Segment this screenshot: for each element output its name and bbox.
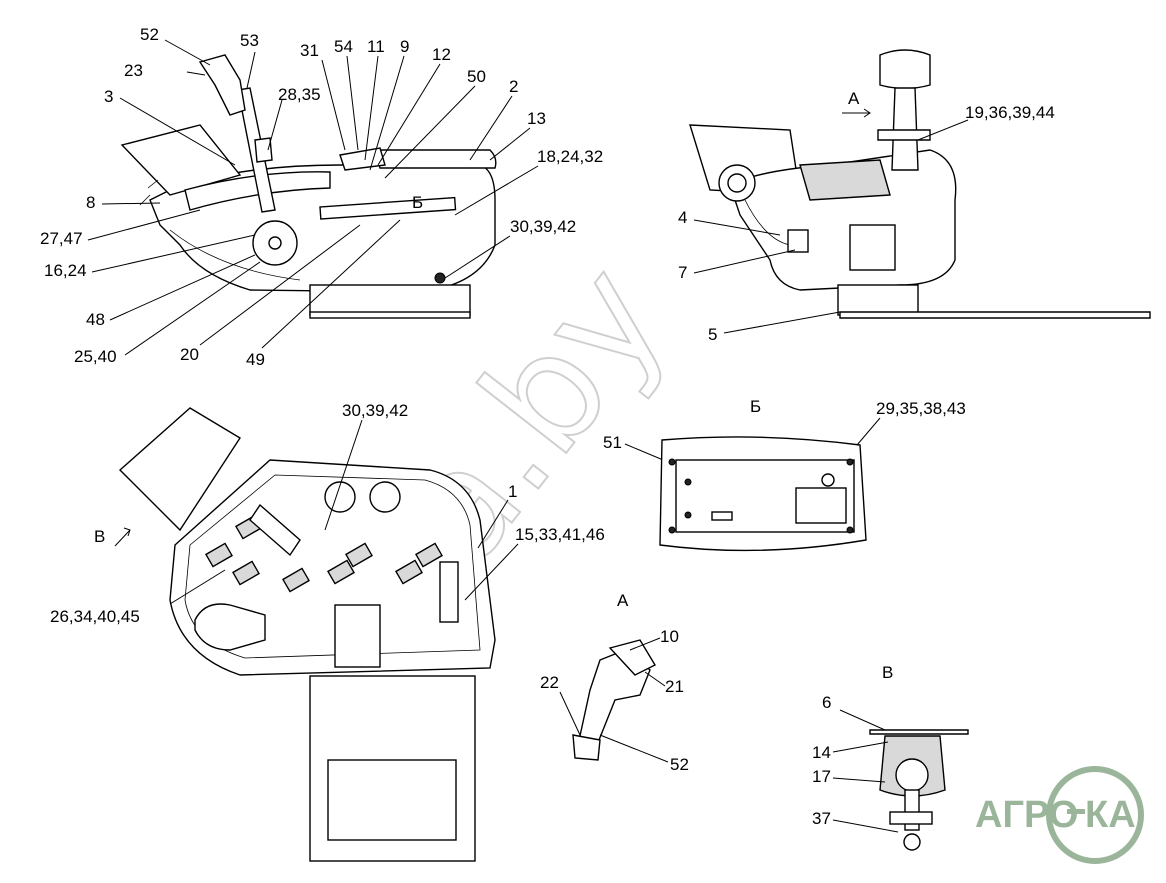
callout-label: Б xyxy=(412,193,423,212)
detail-a: А 10 21 22 52 xyxy=(540,591,689,774)
callout-label: 21 xyxy=(665,677,684,696)
side-view-callouts: 52 53 23 3 31 54 11 9 12 50 2 13 28,35 1… xyxy=(40,25,603,369)
svg-text:АГРО: АГРО xyxy=(975,794,1078,836)
callout-label: Б xyxy=(750,397,761,416)
callout-label: 22 xyxy=(540,673,559,692)
callout-label: 6 xyxy=(822,693,831,712)
callout-label: В xyxy=(882,663,893,682)
callout-label: 30,39,42 xyxy=(342,401,408,420)
callout-label: 7 xyxy=(678,263,687,282)
agroka-logo: АГРО КА xyxy=(975,766,1144,864)
callout-label: 13 xyxy=(527,109,546,128)
callout-label: 5 xyxy=(708,325,717,344)
front-view-console xyxy=(689,49,1151,319)
callout-label: 10 xyxy=(660,627,679,646)
callout-label: 18,24,32 xyxy=(537,147,603,166)
callout-label: 27,47 xyxy=(40,229,83,248)
callout-label: 11 xyxy=(367,37,385,56)
callout-label: 15,33,41,46 xyxy=(515,525,605,544)
plan-view-callouts: 30,39,42 1 15,33,41,46 26,34,40,45 В xyxy=(50,401,605,626)
detail-b: Б 29,35,38,43 51 xyxy=(603,397,966,552)
callout-label: 30,39,42 xyxy=(510,217,576,236)
callout-label: 1 xyxy=(508,482,517,501)
callout-label: 9 xyxy=(400,37,409,56)
callout-label: А xyxy=(848,89,860,108)
callout-label: 48 xyxy=(86,310,105,329)
plan-view-console xyxy=(118,407,496,862)
callout-label: 26,34,40,45 xyxy=(50,607,140,626)
callout-label: 31 xyxy=(300,41,319,60)
callout-label: 16,24 xyxy=(44,261,87,280)
svg-text:КА: КА xyxy=(1085,794,1136,836)
callout-label: 52 xyxy=(140,25,159,44)
callout-label: 53 xyxy=(240,31,259,50)
callout-label: 25,40 xyxy=(74,347,117,366)
detail-v: В 6 14 17 37 xyxy=(812,663,969,851)
side-view-console xyxy=(120,54,497,319)
callout-label: 54 xyxy=(334,37,353,56)
callout-label: 19,36,39,44 xyxy=(965,103,1055,122)
callout-label: А xyxy=(617,591,629,610)
callout-label: 4 xyxy=(678,208,687,227)
front-view-callouts: А 19,36,39,44 4 7 5 xyxy=(678,89,1055,344)
callout-label: В xyxy=(94,527,105,546)
callout-label: 17 xyxy=(812,767,831,786)
callout-label: 20 xyxy=(180,345,199,364)
callout-label: 14 xyxy=(812,743,831,762)
callout-label: 3 xyxy=(104,87,113,106)
callout-label: 2 xyxy=(509,77,518,96)
callout-label: 12 xyxy=(432,45,451,64)
callout-label: 8 xyxy=(86,193,95,212)
callout-label: 50 xyxy=(467,67,486,86)
callout-label: 23 xyxy=(124,61,143,80)
callout-label: 52 xyxy=(670,755,689,774)
callout-label: 28,35 xyxy=(278,85,321,104)
callout-label: 51 xyxy=(603,433,622,452)
callout-label: 29,35,38,43 xyxy=(876,399,966,418)
callout-label: 37 xyxy=(812,809,831,828)
callout-label: 49 xyxy=(246,350,265,369)
